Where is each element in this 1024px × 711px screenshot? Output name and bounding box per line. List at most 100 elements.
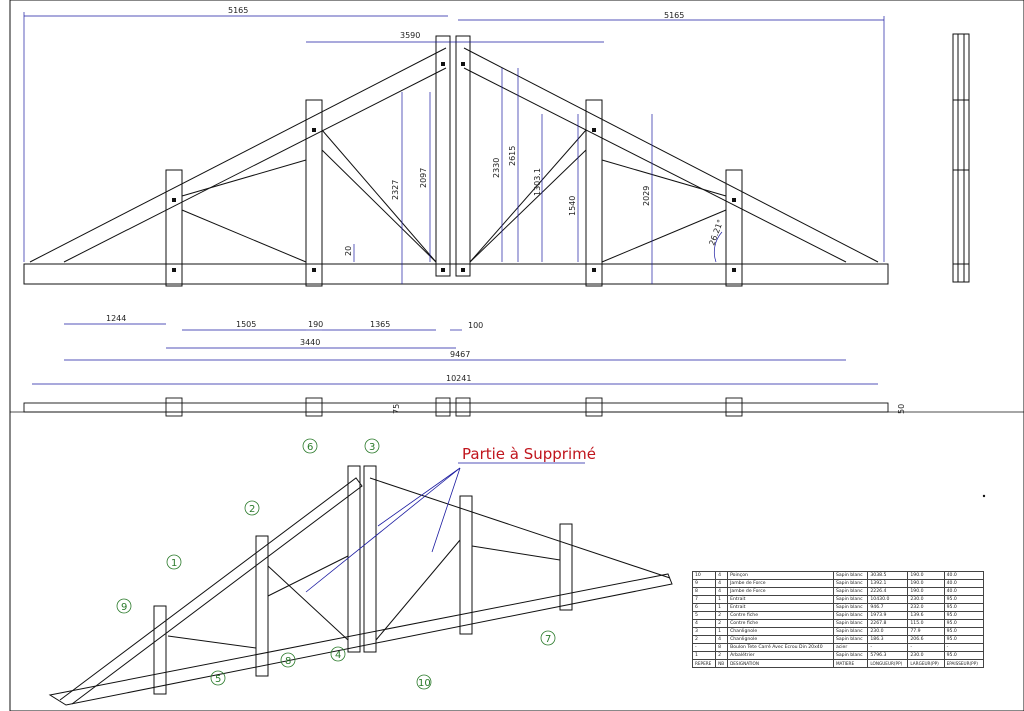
callout-9: 9	[121, 602, 127, 613]
bom-cell: 1	[715, 627, 729, 636]
dimension-texts: 5165 5165 3590 2327 2097 2330 2615 1303.…	[106, 6, 725, 383]
bom-cell: 5796.3	[867, 651, 909, 660]
bom-cell: 77.9	[907, 627, 945, 636]
bom-cell: 190.0	[907, 587, 945, 596]
bom-cell: 2226.4	[867, 587, 909, 596]
dim-top-left: 5165	[228, 6, 248, 15]
bom-cell: 40.0	[943, 579, 985, 588]
dot-mark	[982, 494, 986, 498]
bom-cell: Arbalétrier	[727, 651, 834, 660]
dim-190: 190	[308, 320, 323, 329]
elevation-view	[23, 35, 889, 287]
dim-plan-right: 50	[897, 404, 906, 414]
bom-cell: 190.0	[907, 579, 945, 588]
dim-1365: 1365	[370, 320, 390, 329]
bom-cell: 206.6	[907, 635, 945, 644]
dim-20: 20	[344, 246, 353, 256]
bom-cell: Sapin blanc	[832, 611, 869, 620]
dim-2327: 2327	[391, 180, 400, 200]
bom-cell: 190.0	[907, 571, 945, 580]
bom-cell: 186.3	[867, 635, 909, 644]
bom-cell: MATIERE	[832, 659, 869, 668]
bom-cell: 5	[691, 611, 717, 620]
dim-mid-top: 3590	[400, 31, 420, 40]
bom-cell: 1392.1	[867, 579, 909, 588]
callout-1: 1	[171, 558, 177, 569]
dim-2029: 2029	[642, 186, 651, 206]
bom-cell: Contre fiche	[727, 611, 834, 620]
callout-10: 10	[418, 678, 431, 689]
dimension-lines	[23, 12, 885, 385]
dim-3440: 3440	[300, 338, 320, 347]
sheet-border	[9, 0, 1024, 711]
bom-cell: 95.0	[943, 595, 985, 604]
bom-cell: 95.0	[943, 603, 985, 612]
dim-1540: 1540	[568, 196, 577, 216]
bom-cell: 4	[715, 587, 729, 596]
bom-cell: 40.0	[943, 587, 985, 596]
bom-cell: acier	[832, 643, 869, 652]
bom-cell: 4	[691, 619, 717, 628]
dim-9467: 9467	[450, 350, 470, 359]
bom-cell: 95.0	[943, 651, 985, 660]
callout-4: 4	[335, 650, 341, 661]
plan-view	[23, 397, 889, 417]
dim-top-right: 5165	[664, 11, 684, 20]
bom-cell: Sapin blanc	[832, 579, 869, 588]
bom-cell: EPAISSEUR(PP)	[943, 659, 985, 668]
isometric-view	[48, 465, 673, 706]
bom-cell: Jambe de Force	[727, 587, 834, 596]
bom-cell: 139.6	[907, 611, 945, 620]
callout-8: 8	[285, 656, 291, 667]
dim-10241: 10241	[446, 374, 471, 383]
bom-cell: 40.0	[943, 571, 985, 580]
bom-cell: 2	[691, 635, 717, 644]
bom-cell: 10430.0	[867, 595, 909, 604]
bom-cell: -	[867, 643, 909, 652]
bom-cell: 7	[691, 595, 717, 604]
bom-cell: 2	[715, 619, 729, 628]
bom-cell: 1	[715, 595, 729, 604]
callout-3: 3	[369, 442, 375, 453]
bom-cell: Sapin blanc	[832, 651, 869, 660]
bom-cell: 3	[691, 627, 717, 636]
bom-cell: 946.7	[867, 603, 909, 612]
callouts	[116, 438, 556, 690]
bom-cell: Sapin blanc	[832, 619, 869, 628]
king-post-right	[455, 35, 471, 277]
bom-cell: Sapin blanc	[832, 571, 869, 580]
bom-cell: -	[907, 643, 945, 652]
remove-part-label: Partie à Supprimé	[462, 445, 596, 463]
bom-cell: 1	[715, 603, 729, 612]
dim-2615: 2615	[508, 146, 517, 166]
dim-100: 100	[468, 321, 483, 330]
bom-cell: Boulon Tete Carré Avec Ecrou Din 20x40	[727, 643, 834, 652]
bom-cell: Chanlignole	[727, 635, 834, 644]
bom-cell: 2267.8	[867, 619, 909, 628]
bom-cell: REPERE	[691, 659, 717, 668]
dim-1244: 1244	[106, 314, 126, 323]
bom-cell: 4	[715, 579, 729, 588]
dim-2330: 2330	[492, 158, 501, 178]
bom-cell: 2	[715, 611, 729, 620]
bom-cell: 1973.9	[867, 611, 909, 620]
callout-5: 5	[215, 674, 221, 685]
bom-cell: Entrait	[727, 603, 834, 612]
dim-1303: 1303.1	[533, 168, 542, 196]
dim-plan-small: 75	[392, 404, 401, 414]
bom-cell: Sapin blanc	[832, 587, 869, 596]
bom-cell: 6	[691, 603, 717, 612]
bom-cell: Contre fiche	[727, 619, 834, 628]
bom-cell: 230.0	[907, 651, 945, 660]
callout-6: 6	[307, 442, 313, 453]
